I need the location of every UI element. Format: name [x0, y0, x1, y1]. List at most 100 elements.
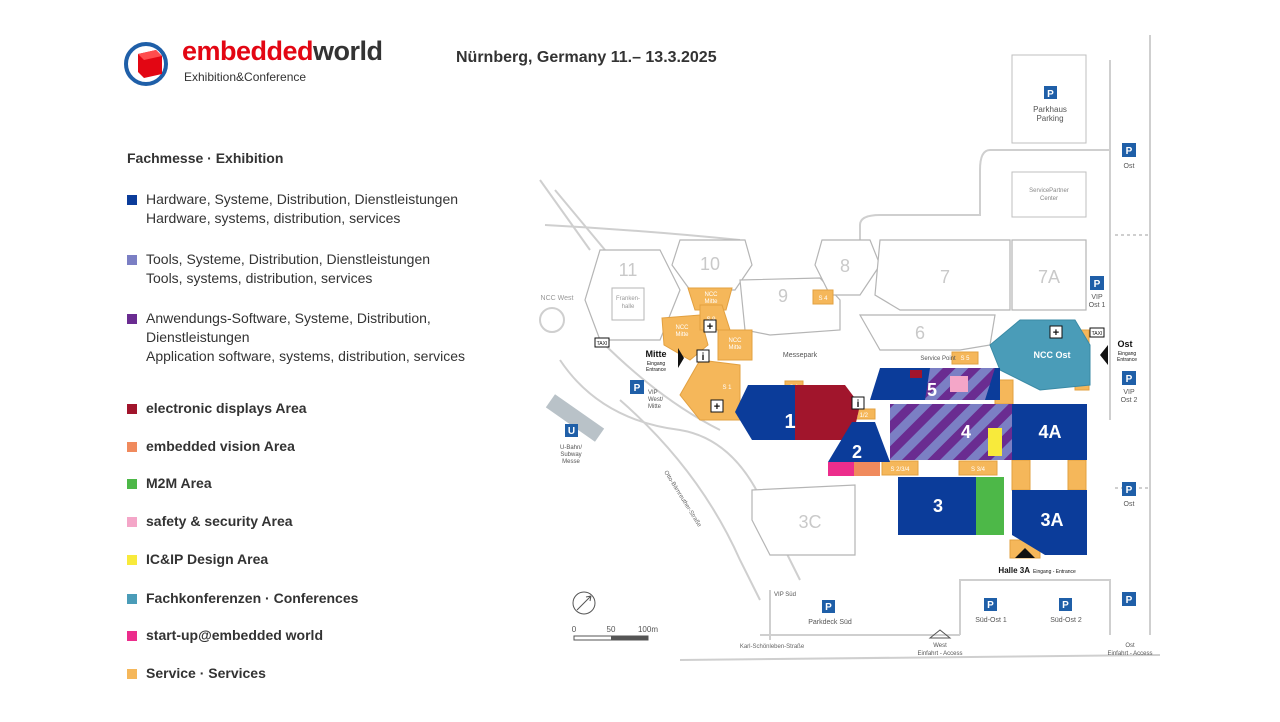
- servicepartner-label: ServicePartner: [1029, 188, 1069, 194]
- info-icon-2: [851, 396, 865, 410]
- messe-label: Messe: [562, 459, 580, 465]
- ncc-west-label: NCC West: [541, 295, 574, 302]
- hall-3-label: 3: [933, 496, 943, 516]
- ncc-mitte-label-2: Mitte: [704, 299, 718, 305]
- first-aid-icon: [703, 319, 717, 333]
- legend-text: safety & security Area: [146, 513, 293, 529]
- ubahn-icon: [565, 424, 578, 437]
- legend-swatch: [127, 594, 137, 604]
- mitte-eingang-label: Eingang: [647, 361, 666, 367]
- subway-label: Subway: [560, 452, 581, 458]
- first-aid-icon-glyph: +: [707, 321, 713, 333]
- north-arrow-icon: [572, 591, 596, 615]
- ncc-mitte-left-label: NCC: [676, 325, 690, 331]
- legend-swatch: [127, 404, 137, 414]
- legend-text: Dienstleistungen: [146, 329, 250, 345]
- subway-station: [545, 394, 605, 442]
- sued-ost1-label: Süd-Ost 1: [975, 617, 1007, 624]
- karl-street-label: Karl-Schönleben-Straße: [740, 644, 805, 650]
- parking-icon-vip-ost2-glyph: P: [1126, 374, 1133, 385]
- parking-icon-ost-bottom-glyph: P: [1126, 595, 1133, 606]
- hall-4a-label: 4A: [1038, 422, 1061, 442]
- halle-3a-entrance-label: Eingang - Entrance: [1033, 569, 1076, 575]
- parking-icon-ost-top: [1122, 143, 1136, 157]
- icip-area: [988, 428, 1002, 456]
- parking-ost-mid-label: Ost: [1124, 501, 1135, 508]
- parking-icon: [1044, 86, 1057, 99]
- mitte-label: Mitte: [646, 349, 667, 359]
- logo-subtitle: Exhibition&Conference: [184, 70, 307, 84]
- servicepartner-center: [1011, 171, 1087, 218]
- legend-text: Anwendungs-Software, Systeme, Distributi…: [146, 310, 431, 326]
- legend-title: Fachmesse · Exhibition: [127, 150, 284, 166]
- sued-ost2-label: Süd-Ost 2: [1050, 617, 1082, 624]
- hall-7a-label: 7A: [1038, 267, 1060, 287]
- west-access-label-2: Einfahrt - Access: [917, 651, 962, 657]
- frankenhalle-label: Franken-: [616, 296, 640, 302]
- legend-text: Service · Services: [146, 665, 266, 681]
- frankenhalle-label-2: halle: [622, 304, 635, 310]
- parking-ost-top-label: Ost: [1124, 163, 1135, 170]
- legend-swatch: [127, 442, 137, 452]
- taxi-icon-2: [1089, 327, 1105, 338]
- entrance-ost-icon: [1100, 345, 1108, 365]
- scale-bar: 0 50 100m: [572, 625, 658, 641]
- ubahn-label: U-Bahn/: [560, 445, 582, 451]
- vip-ost2-label-2: Ost 2: [1121, 397, 1138, 404]
- otto-street-label: Otto-Bärnreuther-Straße: [662, 470, 702, 529]
- scale-label-100: 100m: [638, 625, 658, 634]
- hall-3a-entrance-icon: [1015, 548, 1035, 558]
- legend-swatch: [127, 479, 137, 489]
- ncc-mitte-label: NCC: [705, 292, 719, 298]
- north-arrow-needle: [576, 595, 592, 611]
- info-icon: [696, 349, 710, 363]
- parking-icon-ost-mid: [1122, 482, 1136, 496]
- legend-swatch: [127, 195, 137, 205]
- first-aid-icon-3-glyph: +: [1053, 327, 1059, 339]
- mitte-entrance-label: Entrance: [646, 367, 666, 373]
- vip-ost1-label: VIP: [1091, 294, 1103, 301]
- vip-ost1-label-2: Ost 1: [1089, 302, 1106, 309]
- ost-entrance-label: Ost: [1117, 339, 1132, 349]
- ncc-ost-label: NCC Ost: [1033, 350, 1070, 360]
- road-network: [539, 35, 1161, 661]
- grey-hall-labels: 11 10 9 8 7 7A 6 3C: [619, 254, 1060, 532]
- taxi-icon: [594, 337, 610, 348]
- parking-icon-parkdeck-glyph: P: [825, 602, 832, 613]
- hall-9-label: 9: [778, 286, 788, 306]
- ncc-mitte-left-label-2: Mitte: [675, 332, 689, 338]
- vip-ost2-label: VIP: [1123, 389, 1135, 396]
- scale-label-0: 0: [572, 625, 577, 634]
- safety-area: [950, 376, 968, 392]
- entrance-mitte-icon: [678, 348, 684, 368]
- ncc-mitte-right-label: NCC: [729, 338, 743, 344]
- legend-swatch: [127, 314, 137, 324]
- vip-west-label-2: West/: [648, 397, 664, 403]
- first-aid-icon-3: [1049, 325, 1063, 339]
- hall-2-label: 2: [852, 442, 862, 462]
- legend-text: embedded vision Area: [146, 438, 295, 454]
- parking-icon-ost-bottom: [1122, 592, 1136, 606]
- vip-west-label: VIP: [648, 390, 658, 396]
- parking-signs: P Ost P VIP Ost 1 P VIP Ost 2 P Ost P P …: [630, 143, 1137, 626]
- parking-icon-vip-ost1-glyph: P: [1094, 279, 1101, 290]
- hall-10-label: 10: [700, 254, 720, 274]
- hall-1-label: 1: [784, 411, 795, 433]
- legend-text: IC&IP Design Area: [146, 551, 269, 567]
- vip-sued-label: VIP Süd: [774, 592, 796, 598]
- legend-text: start-up@embedded world: [146, 627, 323, 643]
- scale-label-50: 50: [607, 625, 616, 634]
- parking-icon-label: P: [1047, 89, 1054, 100]
- legend-text: Fachkonferenzen · Conferences: [146, 590, 359, 606]
- ost-access-label-2: Einfahrt - Access: [1107, 651, 1152, 657]
- hall-8-label: 8: [840, 256, 850, 276]
- parking-icon-sued-ost1-glyph: P: [987, 600, 994, 611]
- startup-area: [828, 462, 854, 476]
- ubahn-icon-glyph: U: [568, 426, 575, 437]
- hall-3a: [1012, 490, 1087, 555]
- vision-area: [854, 462, 880, 476]
- legend-swatch: [127, 255, 137, 265]
- parking-icon-sued-ost2: [1059, 598, 1072, 611]
- legend-swatch: [127, 631, 137, 641]
- s5-label: S 5: [960, 356, 970, 362]
